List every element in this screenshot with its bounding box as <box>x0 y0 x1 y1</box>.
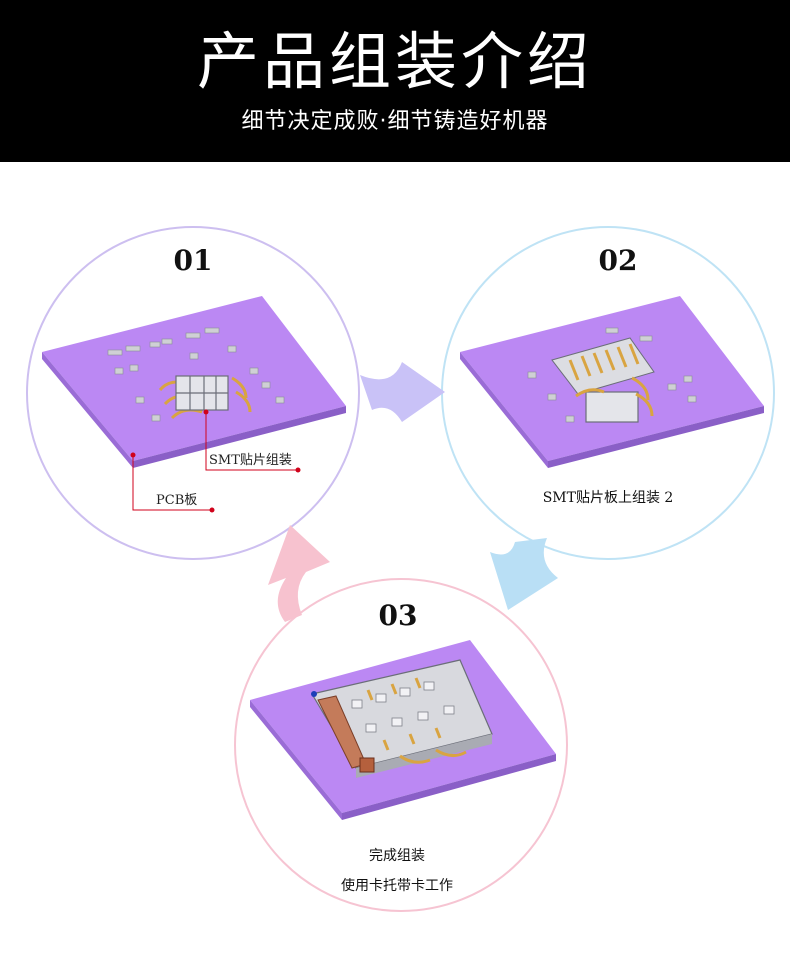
arrow-step2-to-step3 <box>490 538 558 610</box>
step3-number: 03 <box>378 599 418 632</box>
pcb-board-1 <box>42 296 346 513</box>
smt-pads-1 <box>107 327 285 422</box>
leader-lines <box>132 412 298 511</box>
page-title: 产品组装介绍 <box>196 25 593 98</box>
smt-assembly-label: SMT贴片组装 <box>209 453 292 468</box>
step3-caption-line2: 使用卡托带卡工作 <box>341 878 453 894</box>
card-socket-3 <box>311 659 493 778</box>
pcb-board-3 <box>250 640 556 820</box>
arrow-step1-to-step2 <box>360 362 445 422</box>
header-banner: 产品组装介绍 细节决定成败·细节铸造好机器 <box>0 0 790 162</box>
step1-number: 01 <box>173 244 213 277</box>
step3-circle <box>234 578 568 912</box>
step3-caption-line1: 完成组装 <box>369 848 425 864</box>
smt-frame-1 <box>175 375 229 411</box>
step2-number: 02 <box>598 244 638 277</box>
pcb-board-label: PCB板 <box>156 493 198 508</box>
step1-circle <box>26 226 360 560</box>
smt-connector-2 <box>551 337 655 423</box>
pcb-board-2 <box>460 296 764 468</box>
step2-caption: SMT贴片板上组装 2 <box>542 490 674 506</box>
page-subtitle: 细节决定成败·细节铸造好机器 <box>241 109 549 134</box>
arrow-step3-to-step1 <box>268 525 330 622</box>
